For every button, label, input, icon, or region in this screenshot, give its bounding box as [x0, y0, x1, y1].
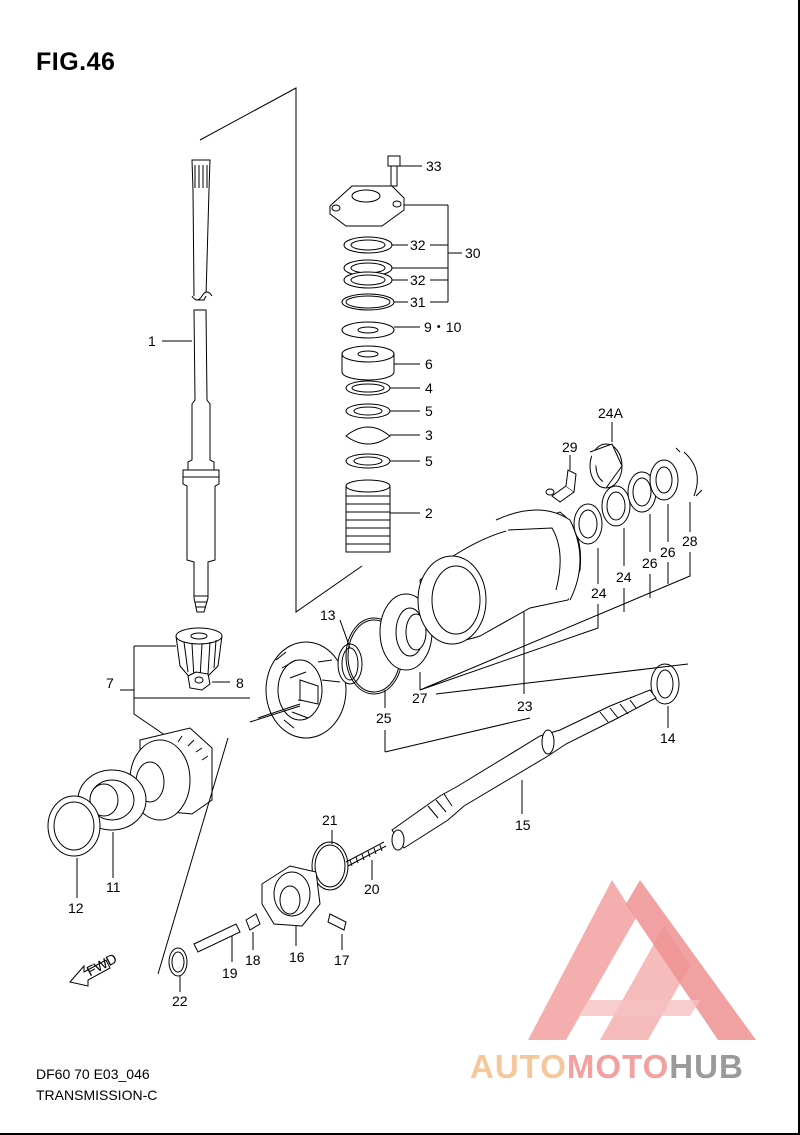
- bearing-part-24A: [589, 443, 623, 489]
- housing-cap-part-30: [329, 185, 405, 227]
- nut-part-8: [187, 671, 211, 691]
- label-part-2: 2: [425, 505, 433, 521]
- bolt-part-29: [551, 469, 577, 503]
- watermark-text: AUTOMOTOHUB: [470, 1048, 744, 1086]
- label-part-28: 28: [682, 533, 698, 549]
- label-part-22: 22: [172, 993, 188, 1009]
- label-part-9-10: 9・10: [424, 319, 462, 335]
- label-part-19: 19: [222, 965, 238, 981]
- label-part-4: 4: [425, 380, 433, 396]
- bearing-part-24: [573, 485, 631, 545]
- pin-part-18: [245, 913, 261, 931]
- watermark-part3: HUB: [669, 1048, 744, 1085]
- label-part-14: 14: [660, 730, 676, 746]
- watermark-logo-icon: [528, 880, 756, 1040]
- label-part-12: 12: [68, 900, 84, 916]
- leader-guide-lines: [384, 663, 689, 753]
- figure-title: FIG.46: [36, 48, 116, 76]
- label-part-24a: 24: [616, 569, 632, 585]
- housing-part-23: [417, 488, 582, 645]
- label-part-5a: 5: [425, 403, 433, 419]
- label-part-13: 13: [320, 607, 336, 623]
- label-part-33: 33: [426, 158, 442, 174]
- label-part-21: 21: [322, 812, 338, 828]
- label-part-23: 23: [517, 698, 533, 714]
- washer-part-14: [650, 663, 680, 705]
- label-part-24A: 24A: [598, 405, 624, 421]
- label-part-15: 15: [515, 817, 531, 833]
- watermark-part1: AUTO: [470, 1048, 567, 1085]
- label-part-5b: 5: [425, 453, 433, 469]
- label-part-31: 31: [410, 294, 426, 310]
- model-code: DF60 70 E03_046: [36, 1066, 150, 1082]
- label-part-32a: 32: [410, 237, 426, 253]
- fwd-arrow-icon: [69, 959, 111, 987]
- fwd-label: FWD: [84, 950, 120, 979]
- label-part-26b: 26: [642, 555, 658, 571]
- clutch-dog-part-16: [261, 865, 321, 927]
- pinion-gear-part-7: [175, 627, 223, 681]
- diagonal-guide-line: [157, 737, 229, 975]
- label-part-6: 6: [425, 356, 433, 372]
- label-part-17: 17: [334, 952, 350, 968]
- leader-part-13: [339, 619, 351, 649]
- label-part-1: 1: [148, 333, 156, 349]
- watermark-part2: MOTO: [566, 1048, 670, 1085]
- label-part-24b: 24: [591, 585, 607, 601]
- label-part-8: 8: [236, 675, 244, 691]
- label-part-16: 16: [289, 949, 305, 965]
- seal-part-26: [627, 459, 679, 513]
- seal-rings-stack: [341, 236, 395, 469]
- rod-part-19: [193, 923, 241, 953]
- ring-part-13: [337, 643, 363, 685]
- bevel-gear-rear: [265, 641, 347, 739]
- label-part-25: 25: [376, 710, 392, 726]
- part-labels: 33 32 30 32 31 9・10 6 4 5 3 5 2 1 24A 29…: [68, 158, 698, 1009]
- propeller-shaft-part-15: [391, 689, 657, 851]
- bolt-part-33: [387, 155, 401, 187]
- label-part-30: 30: [465, 245, 481, 261]
- leader-bracket-shaft: [199, 87, 363, 613]
- circlip-part-28: [675, 447, 703, 497]
- leader-part-25-arrows: [249, 703, 301, 723]
- drive-shaft-part-1: [182, 159, 220, 613]
- pinion-spring-part-2: [345, 479, 391, 553]
- label-part-7: 7: [106, 675, 114, 691]
- label-part-18: 18: [245, 952, 261, 968]
- label-part-3: 3: [425, 427, 433, 443]
- leader-part-7: [120, 645, 250, 741]
- label-part-32b: 32: [410, 272, 426, 288]
- section-name: TRANSMISSION-C: [36, 1087, 158, 1103]
- ring-part-22: [168, 947, 188, 977]
- label-part-11: 11: [106, 879, 121, 895]
- label-part-26a: 26: [660, 544, 676, 560]
- spring-part-20: [345, 841, 387, 867]
- pin-part-17: [327, 913, 347, 931]
- label-part-20: 20: [364, 881, 380, 897]
- seal-ring-part-12: [47, 795, 101, 857]
- label-part-29: 29: [562, 439, 578, 455]
- leader-lines-right-group: [419, 502, 691, 691]
- leader-lines-stack: [390, 165, 462, 514]
- label-part-27: 27: [412, 690, 428, 706]
